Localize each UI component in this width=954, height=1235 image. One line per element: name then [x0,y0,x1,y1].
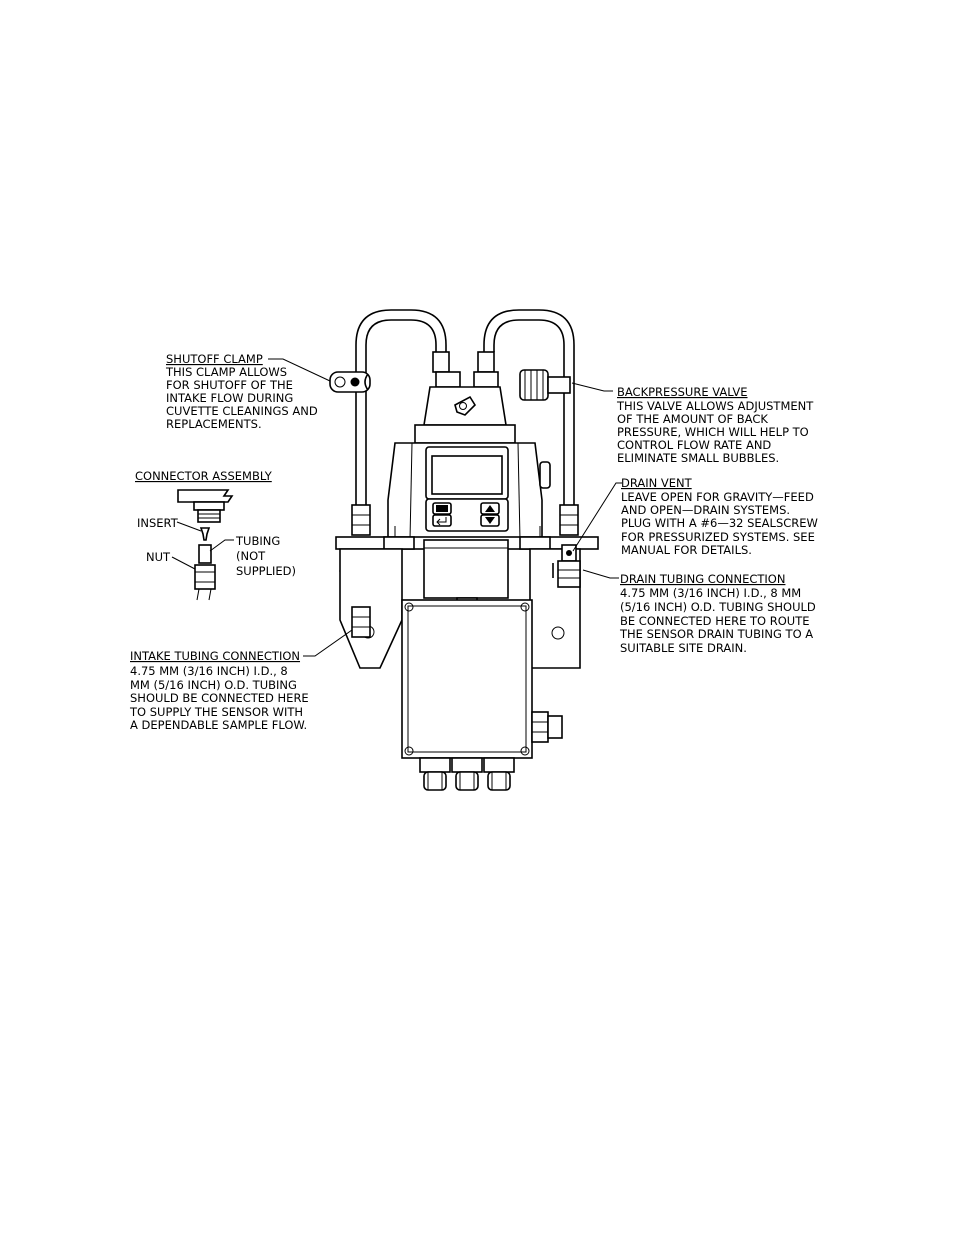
lower-enclosure [401,599,533,759]
drain-tubing-title: DRAIN TUBING CONNECTION [620,572,785,586]
drain-tubing-line: BE CONNECTED HERE TO ROUTE [620,614,810,628]
backpressure-valve-line: PRESSURE, WHICH WILL HELP TO [617,425,809,439]
drain-vent-line: LEAVE OPEN FOR GRAVITY—FEED [621,490,814,504]
drain-vent-callout: DRAIN VENT LEAVE OPEN FOR GRAVITY—FEED A… [621,476,818,557]
drain-vent-title: DRAIN VENT [621,476,693,490]
intake-tubing-callout: INTAKE TUBING CONNECTION 4.75 MM (3/16 I… [129,649,309,732]
connector-assembly-labels: CONNECTOR ASSEMBLY INSERT NUT TUBING (NO… [135,469,296,578]
intake-tubing-line: MM (5/16 INCH) O.D. TUBING [130,678,297,692]
shutoff-clamp-line: INTAKE FLOW DURING [166,391,293,405]
drain-tubing-loop [483,309,575,505]
drain-tubing-callout: DRAIN TUBING CONNECTION 4.75 MM (3/16 IN… [619,572,816,655]
shutoff-clamp-line: FOR SHUTOFF OF THE [166,378,293,392]
tubing-label: TUBING [235,534,280,548]
drain-vent[interactable] [561,544,577,562]
menu-key[interactable] [432,502,452,515]
drain-vent-line: PLUG WITH A #6—32 SEALSCREW [621,516,818,530]
shutoff-clamp-line: REPLACEMENTS. [166,417,262,431]
leader-lines [171,358,622,657]
backpressure-valve-line: THIS VALVE ALLOWS ADJUSTMENT [616,399,814,413]
intake-tubing-line: TO SUPPLY THE SENSOR WITH [129,705,303,719]
drain-vent-line: AND OPEN—DRAIN SYSTEMS. [621,503,790,517]
backpressure-valve-title: BACKPRESSURE VALVE [617,385,748,399]
tubing-label: SUPPLIED) [236,564,296,578]
insert-label: INSERT [137,516,179,530]
tubing-label: (NOT [236,549,266,563]
sensor-head [414,386,516,444]
down-arrow-key[interactable] [480,514,500,527]
shutoff-clamp[interactable] [329,371,371,393]
intake-tubing-line: 4.75 MM (3/16 INCH) I.D., 8 [130,664,288,678]
shutoff-clamp-callout: SHUTOFF CLAMP THIS CLAMP ALLOWS FOR SHUT… [165,352,318,431]
drain-vent-line: FOR PRESSURIZED SYSTEMS. SEE [621,530,815,544]
keypad [425,498,509,532]
up-arrow-key[interactable] [480,502,500,515]
nut-label: NUT [146,550,171,564]
intake-tubing-loop [355,309,447,505]
intake-tubing-connection-fitting[interactable] [351,606,371,638]
left-mount-plate [339,548,403,669]
backpressure-valve-callout: BACKPRESSURE VALVE THIS VALVE ALLOWS ADJ… [616,385,814,465]
drain-tubing-line: (5/16 INCH) O.D. TUBING SHOULD [620,600,816,614]
backpressure-valve-line: ELIMINATE SMALL BUBBLES. [617,451,779,465]
shutoff-clamp-line: CUVETTE CLEANINGS AND [166,404,318,418]
backpressure-valve-line: CONTROL FLOW RATE AND [617,438,771,452]
connector-assembly-title: CONNECTOR ASSEMBLY [135,469,273,483]
shutoff-clamp-title: SHUTOFF CLAMP [166,352,263,366]
shutoff-clamp-line: THIS CLAMP ALLOWS [165,365,287,379]
display-window [425,446,509,500]
backpressure-valve-line: OF THE AMOUNT OF BACK [617,412,768,426]
intake-tubing-title: INTAKE TUBING CONNECTION [130,649,300,663]
intake-upper-fitting [351,504,371,536]
intake-tubing-line: A DEPENDABLE SAMPLE FLOW. [130,718,307,732]
top-fitting-right [473,351,499,388]
intake-tubing-line: SHOULD BE CONNECTED HERE [130,691,309,705]
bottom-cable-gland-2 [451,757,483,791]
top-fitting-left [432,351,461,388]
bottom-cable-gland-1 [419,757,451,791]
connector-assembly-detail [177,489,234,601]
drain-upper-fitting [559,504,579,536]
drain-vent-line: MANUAL FOR DETAILS. [621,543,752,557]
drain-tubing-line: SUITABLE SITE DRAIN. [620,641,747,655]
drain-tubing-line: THE SENSOR DRAIN TUBING TO A [619,627,813,641]
drain-tubing-connection-fitting[interactable] [552,560,581,588]
backpressure-valve[interactable] [519,369,571,401]
side-cable-gland [531,711,563,743]
drain-tubing-line: 4.75 MM (3/16 INCH) I.D., 8 MM [620,586,801,600]
bottom-cable-gland-3 [483,757,515,791]
enter-key[interactable] [432,514,452,527]
